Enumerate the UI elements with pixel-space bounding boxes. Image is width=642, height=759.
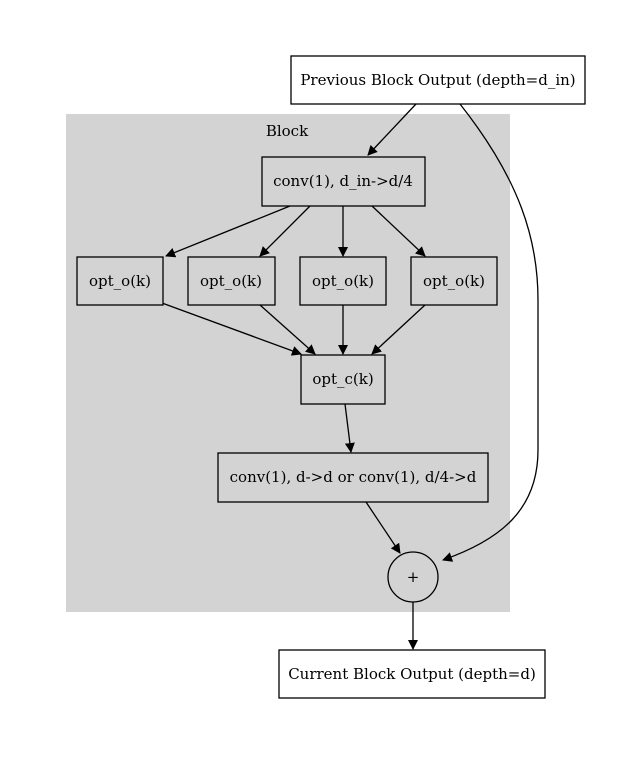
- node-add-label: +: [407, 568, 420, 586]
- node-opt-o-3-label: opt_o(k): [312, 272, 374, 290]
- node-cur-output: Current Block Output (depth=d): [278, 649, 546, 699]
- edge-conv-in-to-opt-o-2: [259, 205, 311, 257]
- edge-opt-c-to-conv-out: [344, 403, 355, 453]
- node-add: +: [387, 551, 439, 603]
- node-opt-c-label: opt_c(k): [312, 370, 373, 388]
- node-conv-out-label: conv(1), d->d or conv(1), d/4->d: [230, 468, 477, 486]
- edge-opt-o-2-to-opt-c: [259, 304, 316, 355]
- block-cluster-label: Block: [266, 122, 309, 140]
- edge-conv-in-to-opt-o-1: [165, 205, 291, 258]
- edges: [161, 103, 539, 650]
- edge-prev-to-conv-in: [367, 103, 417, 156]
- edge-opt-o-4-to-opt-c: [371, 304, 426, 355]
- node-opt-o-1: opt_o(k): [76, 256, 164, 306]
- node-opt-o-2-label: opt_o(k): [200, 272, 262, 290]
- node-opt-o-2: opt_o(k): [187, 256, 276, 306]
- node-opt-o-4-label: opt_o(k): [423, 272, 485, 290]
- node-prev-output-label: Previous Block Output (depth=d_in): [300, 71, 575, 89]
- edge-opt-o-1-to-opt-c: [161, 302, 302, 356]
- node-opt-o-4: opt_o(k): [410, 256, 498, 306]
- node-opt-o-1-label: opt_o(k): [89, 272, 151, 290]
- node-cur-output-label: Current Block Output (depth=d): [288, 665, 536, 683]
- node-conv-in-label: conv(1), d_in->d/4: [273, 172, 413, 190]
- node-opt-c: opt_c(k): [300, 354, 386, 405]
- edge-conv-in-to-opt-o-4: [371, 205, 426, 257]
- node-prev-output: Previous Block Output (depth=d_in): [290, 55, 586, 105]
- edge-conv-out-to-add: [365, 501, 401, 554]
- edge-prev-to-add: [442, 103, 539, 562]
- node-conv-out: conv(1), d->d or conv(1), d/4->d: [217, 452, 489, 503]
- node-conv-in: conv(1), d_in->d/4: [261, 156, 426, 207]
- node-opt-o-3: opt_o(k): [299, 256, 387, 306]
